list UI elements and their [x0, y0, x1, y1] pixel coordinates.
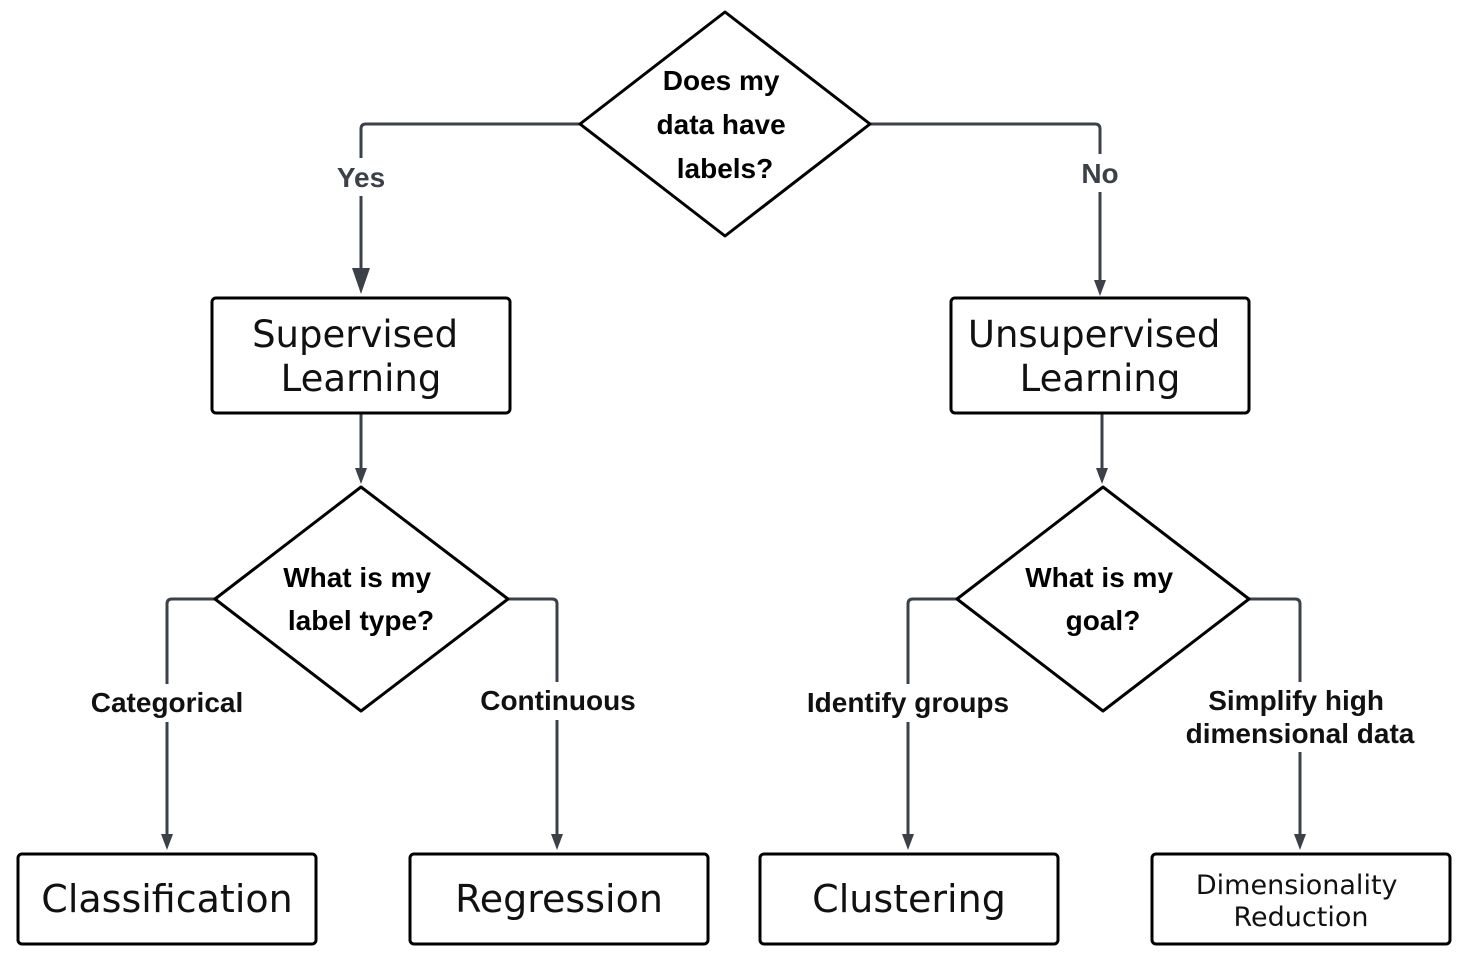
- decision-root: Does my data have labels?: [578, 10, 872, 238]
- edge-label-no: No: [1081, 158, 1118, 189]
- box-clustering: Clustering: [758, 852, 1060, 946]
- edge-label-yes: Yes: [337, 162, 385, 193]
- decision-goal-text: What is my goal?: [1025, 562, 1181, 636]
- decision-label-type-text: What is my label type?: [283, 562, 439, 636]
- edge-labels: Yes No Categorical Continuous Identify g…: [78, 154, 1428, 752]
- arrowhead-icon: [551, 834, 563, 850]
- edge-label-categorical: Categorical: [91, 687, 244, 718]
- box-dimensionality-text: Dimensionality Reduction: [1196, 870, 1406, 933]
- arrowhead-icon: [355, 468, 367, 484]
- box-unsupervised-learning: Unsupervised Learning: [949, 296, 1251, 415]
- arrowhead-icon: [1094, 280, 1106, 296]
- arrowhead-icon: [161, 834, 173, 850]
- box-classification: Classification: [16, 852, 318, 946]
- box-supervised-text: Supervised Learning: [252, 313, 470, 400]
- connectors: [161, 122, 1306, 850]
- edge-label-simplify: Simplify high dimensional data: [1186, 685, 1415, 749]
- arrowhead-icon: [352, 268, 370, 294]
- connector-yes: [359, 122, 580, 272]
- arrowhead-icon: [1096, 468, 1108, 484]
- connector-continuous: [508, 597, 559, 836]
- arrowhead-icon: [902, 834, 914, 850]
- box-dimensionality-reduction: Dimensionality Reduction: [1150, 852, 1452, 946]
- box-regression-text: Regression: [455, 877, 663, 921]
- connector-categorical: [165, 597, 215, 836]
- box-unsupervised-text: Unsupervised Learning: [968, 313, 1232, 400]
- connector-no: [870, 122, 1102, 282]
- decision-goal: What is my goal?: [955, 485, 1251, 713]
- edge-label-identify-groups: Identify groups: [807, 687, 1009, 718]
- box-clustering-text: Clustering: [812, 877, 1006, 921]
- decision-label-type: What is my label type?: [213, 485, 510, 713]
- decision-root-text: Does my data have labels?: [657, 65, 794, 184]
- box-supervised-learning: Supervised Learning: [210, 296, 512, 415]
- edge-label-continuous: Continuous: [480, 685, 636, 716]
- connector-identify-groups: [906, 597, 957, 836]
- box-regression: Regression: [408, 852, 710, 946]
- connector-simplify: [1249, 597, 1302, 836]
- arrowhead-icon: [1294, 834, 1306, 850]
- box-classification-text: Classification: [41, 877, 292, 921]
